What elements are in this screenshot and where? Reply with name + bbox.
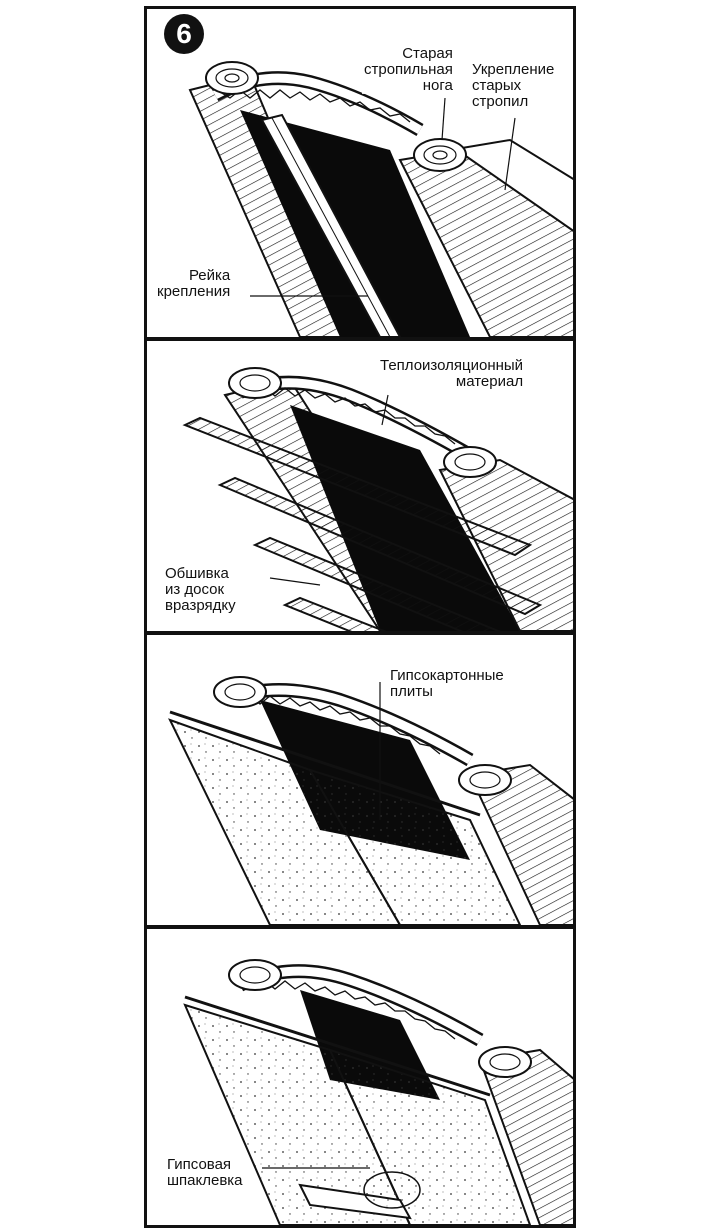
panel-2-art: [182, 367, 573, 631]
step-number-badge: 6: [164, 14, 204, 54]
label-old-rafter: Старая стропильная нога: [362, 45, 455, 94]
batten: [260, 113, 402, 337]
label-reinforcement: Укрепление старых стропил: [470, 61, 557, 110]
panel-1-art: [188, 61, 573, 337]
drywall-sheet: [307, 768, 522, 925]
label-drywall: Гипсокартонные плиты: [388, 667, 506, 700]
label-insulation: Теплоизоляционный материал: [378, 357, 526, 390]
panel-4-art: [183, 959, 573, 1225]
putty-blob: [363, 1171, 421, 1209]
panel-3-art: [168, 676, 573, 925]
drywall-sheet: [168, 718, 402, 925]
label-batten: Рейка крепления: [155, 267, 233, 300]
label-sheathing: Обшивка из досок вразрядку: [163, 565, 238, 614]
label-filler: Гипсовая шпаклевка: [165, 1156, 245, 1189]
